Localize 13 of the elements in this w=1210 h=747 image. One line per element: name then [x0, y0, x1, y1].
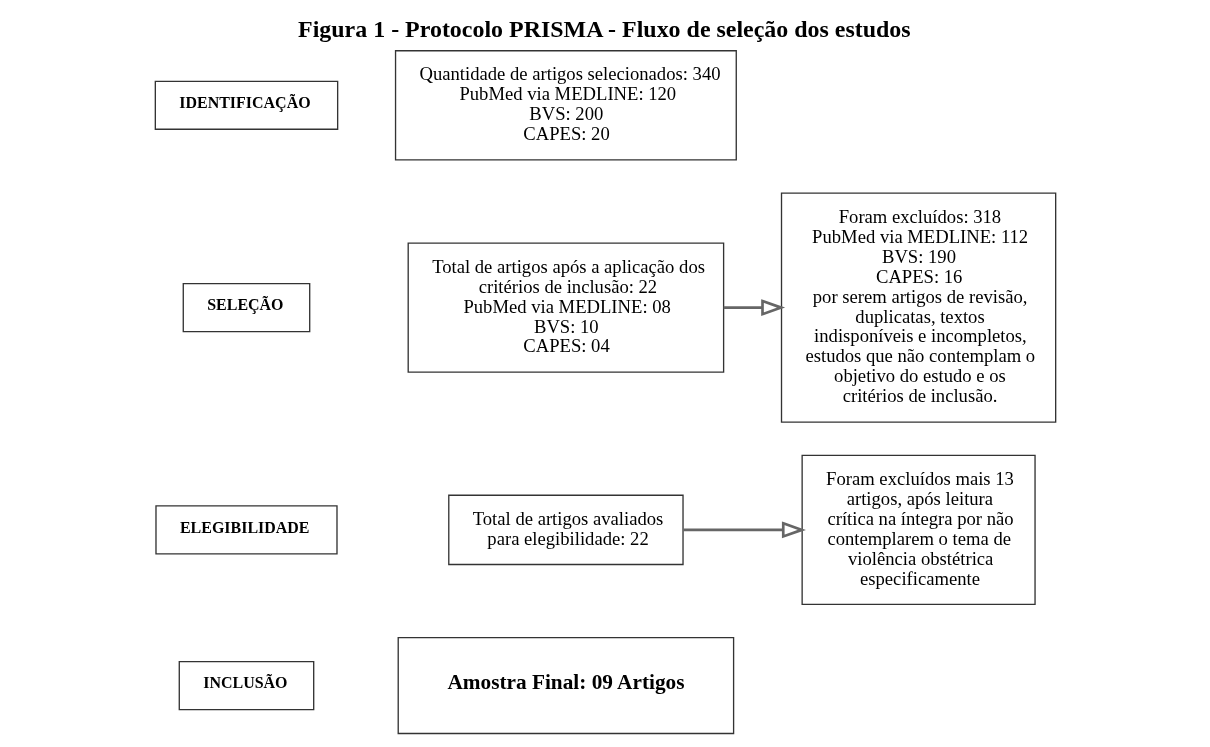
- node-box: SELEÇÃO: [182, 283, 310, 333]
- node-box: IDENTIFICAÇÃO: [154, 80, 338, 130]
- node-box: INCLUSÃO: [178, 660, 314, 711]
- node-box: Amostra Final: 09 Artigos: [397, 637, 734, 735]
- node-box: Quantidade de artigos selecionados: 340 PubMed via MEDLINE: 120 BVS: 200 CAPES: 20: [394, 50, 737, 161]
- node-box: Foram excluídos: 318 PubMed via MEDLINE: 112 BVS: 190 CAPES: 16 por serem artigos de revisão, duplicatas, textos indisponíveis e incompletos, estudos que não contemplam o objetivo do estudo e os critérios de inclusão.: [780, 192, 1056, 423]
- node-box: Total de artigos avaliados para elegibilidade: 22: [447, 494, 684, 566]
- node-box: ELEGIBILIDADE: [154, 505, 338, 555]
- node-box: Total de artigos após a aplicação dos critérios de inclusão: 22 PubMed via MEDLINE: 08 BVS: 10 CAPES: 04: [407, 242, 724, 373]
- arrow: [682, 521, 806, 539]
- node-box: Foram excluídos mais 13 artigos, após leitura crítica na íntegra por não contemplarem o tema de violência obstétrica especificamente: [800, 454, 1036, 606]
- arrow: [723, 299, 785, 316]
- diagram-title: Figura 1 - Protocolo PRISMA - Fluxo de seleção dos estudos: [297, 15, 911, 42]
